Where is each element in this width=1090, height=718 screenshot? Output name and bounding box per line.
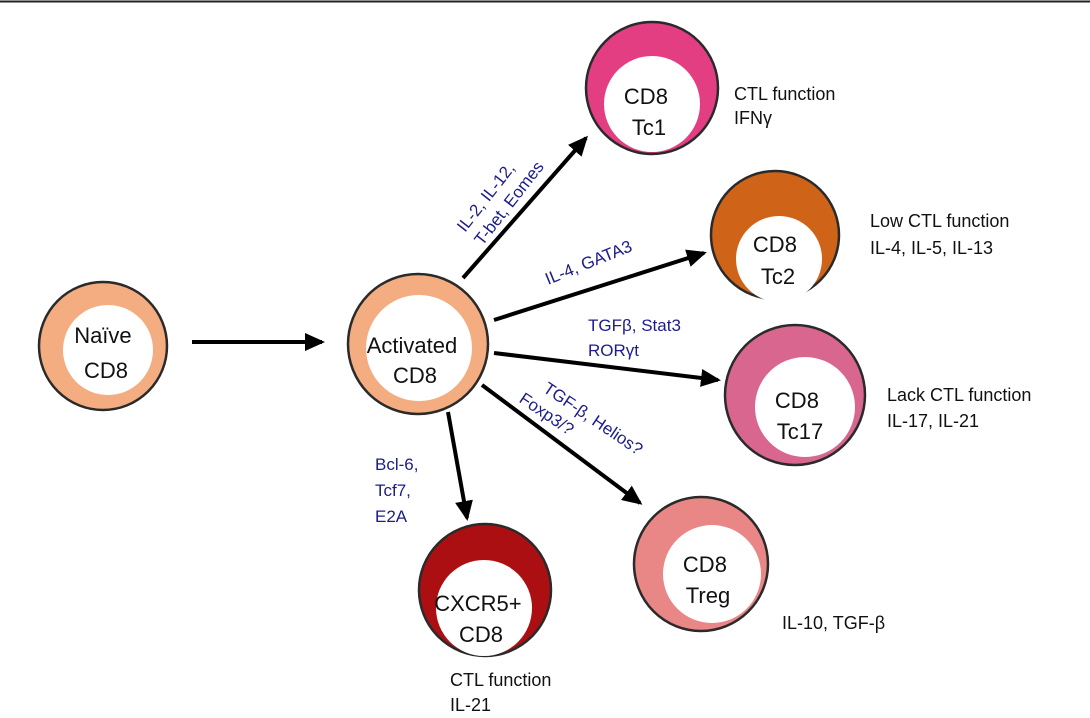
cell-naive-label-line1: Naïve [74, 323, 131, 348]
arrow-to-tc1 [461, 135, 588, 280]
factor-label-tc17: TGFβ, Stat3 RORγt [588, 316, 686, 360]
cell-tc1-label-line1: CD8 [624, 84, 668, 109]
cell-activated: Activated CD8 [346, 272, 490, 416]
cell-treg-inner [663, 525, 761, 623]
cell-activated-inner [366, 295, 472, 401]
cell-tc17: CD8 Tc17 [723, 323, 867, 467]
cell-cxcr5-label-line1: CXCR5+ [434, 591, 521, 616]
cell-treg-label: CD8 Treg [683, 552, 733, 608]
cell-cxcr5: CXCR5+ CD8 [417, 522, 553, 658]
function-label-tc2-line2: IL-4, IL-5, IL-13 [870, 238, 993, 258]
factor-label-cxcr5: Bcl-6, Tcf7, E2A [375, 455, 423, 526]
arrow-to-tc17 [493, 351, 721, 387]
cell-naive: Naïve CD8 [37, 280, 169, 412]
cell-activated-label-line1: Activated [367, 333, 458, 358]
cell-tc2-label-line1: CD8 [753, 232, 797, 257]
arrow-to-tc2 [493, 249, 707, 322]
arrows [192, 135, 721, 521]
arrow-to-treg [480, 383, 643, 505]
cell-tc1-label-line2: Tc1 [632, 115, 666, 140]
cell-tc17-label: CD8 Tc17 [775, 388, 825, 444]
function-label-tc1-line1: CTL function [734, 84, 835, 104]
cell-activated-label: Activated CD8 [367, 333, 464, 388]
cell-tc17-label-line2: Tc17 [777, 419, 823, 444]
cell-tc2-label: CD8 Tc2 [753, 232, 803, 289]
cell-cxcr5-label-line2: CD8 [459, 622, 503, 647]
factor-label-tc17-line1: TGFβ, Stat3 [588, 316, 681, 335]
function-label-tc17-line2: IL-17, IL-21 [887, 411, 979, 431]
function-label-tc1: CTL function IFNγ [734, 84, 840, 128]
cell-naive-label-line2: CD8 [84, 358, 128, 383]
function-label-cxcr5: CTL function IL-21 [450, 670, 556, 715]
cell-tc2: CD8 Tc2 [709, 169, 841, 302]
cell-tc1-inner [604, 56, 700, 152]
factor-label-cxcr5-line1: Bcl-6, [375, 455, 418, 474]
cell-tc1: CD8 Tc1 [584, 20, 720, 156]
function-label-tc2-line1: Low CTL function [870, 211, 1009, 231]
cell-tc17-inner [755, 357, 855, 457]
function-label-treg: IL-10, TGF-β [782, 613, 885, 633]
cell-tc2-label-line2: Tc2 [761, 264, 795, 289]
cell-activated-label-line2: CD8 [393, 363, 437, 388]
function-label-cxcr5-line2: IL-21 [450, 695, 491, 715]
function-label-tc2: Low CTL function IL-4, IL-5, IL-13 [870, 211, 1014, 258]
factor-label-tc17-line2: RORγt [588, 341, 639, 360]
function-label-cxcr5-line1: CTL function [450, 670, 551, 690]
arrow-to-cxcr5 [446, 411, 473, 521]
function-label-tc1-line2: IFNγ [734, 108, 772, 128]
cell-tc1-label: CD8 Tc1 [624, 84, 674, 140]
factor-label-cxcr5-line2: Tcf7, [375, 481, 411, 500]
cell-cxcr5-inner [436, 560, 532, 656]
cell-naive-inner [63, 305, 153, 395]
cell-treg-label-line1: CD8 [683, 552, 727, 577]
cell-treg: CD8 Treg [632, 495, 770, 633]
function-label-tc17: Lack CTL function IL-17, IL-21 [887, 385, 1036, 431]
function-label-treg-line1: IL-10, TGF-β [782, 613, 885, 633]
cell-cxcr5-label: CXCR5+ CD8 [434, 591, 528, 647]
cell-tc17-label-line1: CD8 [775, 388, 819, 413]
cell-naive-label: Naïve CD8 [74, 323, 138, 383]
factor-label-cxcr5-line3: E2A [375, 507, 408, 526]
cell-tc2-inner [736, 216, 822, 302]
function-label-tc17-line1: Lack CTL function [887, 385, 1031, 405]
cell-treg-label-line2: Treg [686, 583, 730, 608]
